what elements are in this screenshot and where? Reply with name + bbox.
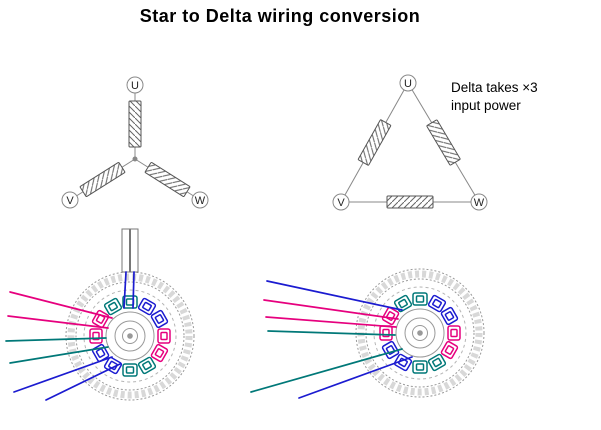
star-winding-w — [144, 162, 191, 197]
phase-wire-pink — [265, 316, 397, 328]
stator-coil — [412, 360, 428, 374]
stator-slot-ring — [373, 286, 467, 380]
stator-coil — [137, 355, 157, 375]
phase-wire-teal — [267, 330, 396, 336]
phase-wire-blue — [266, 280, 403, 311]
stator-coil — [427, 352, 447, 372]
star-terminal-w — [191, 191, 209, 209]
shaft-center — [417, 330, 423, 336]
phase-wire-blue — [45, 363, 121, 401]
shaft-center — [127, 333, 133, 339]
stator-coil — [379, 325, 393, 341]
star-neutral-point — [132, 156, 138, 162]
stator-teeth-ring — [67, 273, 193, 399]
delta-terminal-w — [470, 193, 488, 211]
star-winding-u — [128, 100, 142, 148]
star-terminal-label-v: V — [66, 195, 74, 207]
annotation-line2: input power — [451, 98, 521, 113]
stator-coil — [412, 292, 428, 306]
phase-wire-teal — [9, 346, 109, 364]
lead-block — [130, 228, 139, 273]
annotation-line1: Delta takes ×3 — [451, 80, 538, 95]
stator-coil — [137, 297, 157, 317]
phase-wire-blue — [13, 356, 113, 393]
star-terminal-label-w: W — [195, 195, 206, 207]
star-terminal-u — [126, 76, 144, 94]
delta-terminal-label-v: V — [337, 197, 345, 209]
stator-coil — [149, 343, 169, 363]
stator-teeth-ring — [357, 270, 483, 396]
phase-wire-blue-lead — [123, 271, 127, 309]
star-winding-v — [79, 162, 126, 197]
delta-terminal-v — [332, 193, 350, 211]
star-terminal-v — [61, 191, 79, 209]
delta-winding-uv — [357, 119, 392, 166]
star-diagram: U V W — [61, 76, 209, 209]
phase-wire-pink — [263, 299, 399, 320]
delta-winding-uw — [426, 119, 461, 166]
phase-wire-pink — [7, 315, 109, 329]
stator-inner-ring — [365, 278, 475, 388]
delta-diagram: U V W — [332, 74, 488, 211]
star-terminal-label-u: U — [131, 80, 139, 92]
phase-wire-blue-lead — [132, 271, 135, 309]
stator-coil — [103, 297, 123, 317]
stator-coil — [122, 363, 138, 377]
shaft-circle — [122, 328, 138, 344]
lead-block — [121, 228, 130, 273]
phase-wire-pink — [9, 291, 113, 319]
page-title: Star to Delta wiring conversion — [139, 6, 421, 26]
motor-stator-delta — [355, 268, 485, 398]
phase-wire-teal — [250, 348, 403, 393]
delta-terminal-u — [399, 74, 417, 92]
delta-terminal-label-u: U — [404, 78, 412, 90]
stator-bore — [395, 308, 445, 358]
stator-coil — [439, 306, 459, 326]
delta-terminal-label-w: W — [474, 197, 485, 209]
phase-wire-blue — [298, 356, 413, 399]
stator-coil — [149, 309, 169, 329]
stator-inner-ring — [75, 281, 185, 391]
shaft-circle — [412, 325, 428, 341]
stator-bore — [105, 311, 155, 361]
phase-wire-teal — [5, 337, 107, 342]
stator-coil — [439, 340, 459, 360]
rotor-circle — [404, 317, 436, 349]
stator-coil — [157, 328, 171, 344]
stator-coil — [89, 328, 103, 344]
delta-winding-vw — [386, 195, 434, 209]
stator-coil — [447, 325, 461, 341]
stator-coil — [427, 294, 447, 314]
rotor-circle — [114, 320, 146, 352]
stator-slot-ring — [83, 289, 177, 383]
